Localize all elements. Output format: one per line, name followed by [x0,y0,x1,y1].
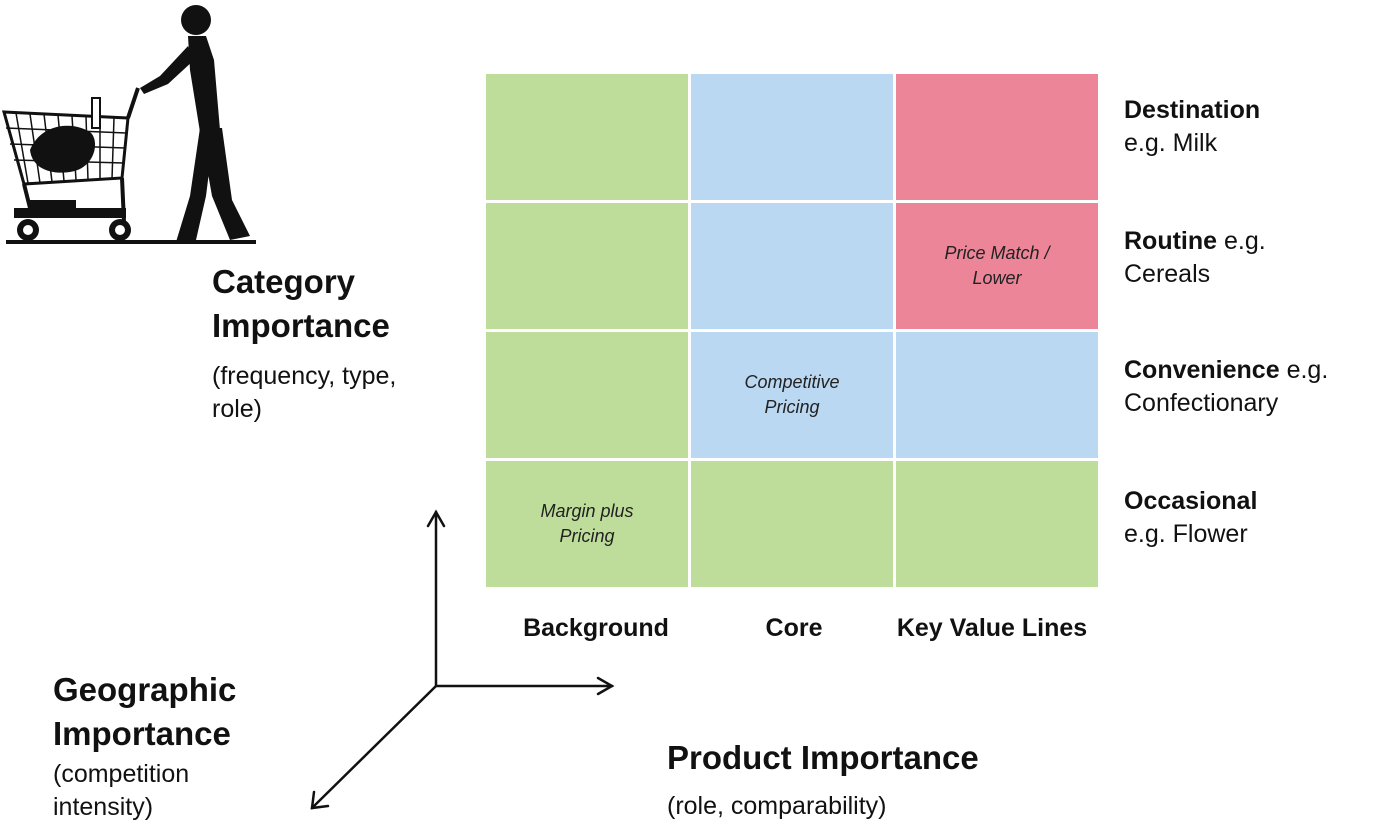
column-label-core: Core [765,614,823,642]
column-label-background: Background [523,614,669,642]
row-label-name: Destination [1124,96,1261,124]
matrix-cell [486,203,688,329]
geographic-axis-title: Geographic Importance [53,671,237,752]
row-label-routine: Routine e.g. Cereals [1124,225,1266,291]
row-label-example: e.g. Flower [1124,520,1248,548]
matrix-cell [896,461,1098,587]
matrix-cell: Margin plus Pricing [486,461,688,587]
matrix-cell-label: Competitive Pricing [744,372,840,417]
row-label-convenience: Convenience e.g. Confectionary [1124,354,1328,420]
row-label-example: e.g. Milk [1124,129,1218,157]
row-label-example: Confectionary [1124,389,1279,417]
row-label-example: Cereals [1124,260,1211,288]
shopper-with-cart-icon [1,5,256,244]
product-axis-subtitle: (role, comparability) [667,792,887,820]
matrix-cell-label: Price Match / Lower [944,243,1050,288]
matrix-cell [486,74,688,200]
row-label-name: Convenience [1124,356,1280,384]
category-axis-subtitle: (frequency, type, role) [212,362,397,423]
matrix-cell: Price Match / Lower [896,203,1098,329]
column-label-key-value-lines: Key Value Lines [896,614,1088,642]
row-label-example-prefix: e.g. [1224,227,1266,255]
matrix-cell [691,461,893,587]
matrix-cell [896,332,1098,458]
matrix-cell [691,203,893,329]
matrix-cell [486,332,688,458]
product-axis-title: Product Importance [667,739,979,776]
matrix-cell: Competitive Pricing [691,332,893,458]
category-axis-title: Category Importance [212,263,390,344]
row-label-name: Routine [1124,227,1218,255]
matrix-cell-label: Margin plus Pricing [540,501,634,546]
row-label-example-prefix: e.g. [1286,356,1329,384]
row-label-occasional: Occasional e.g. Flower [1124,485,1257,551]
matrix-cell [896,74,1098,200]
row-label-destination: Destination e.g. Milk [1124,94,1260,160]
matrix-cell [691,74,893,200]
row-label-name: Occasional [1124,487,1258,515]
geographic-axis-subtitle: (competition intensity) [53,760,190,821]
diagonal-axis-arrow [310,684,438,810]
